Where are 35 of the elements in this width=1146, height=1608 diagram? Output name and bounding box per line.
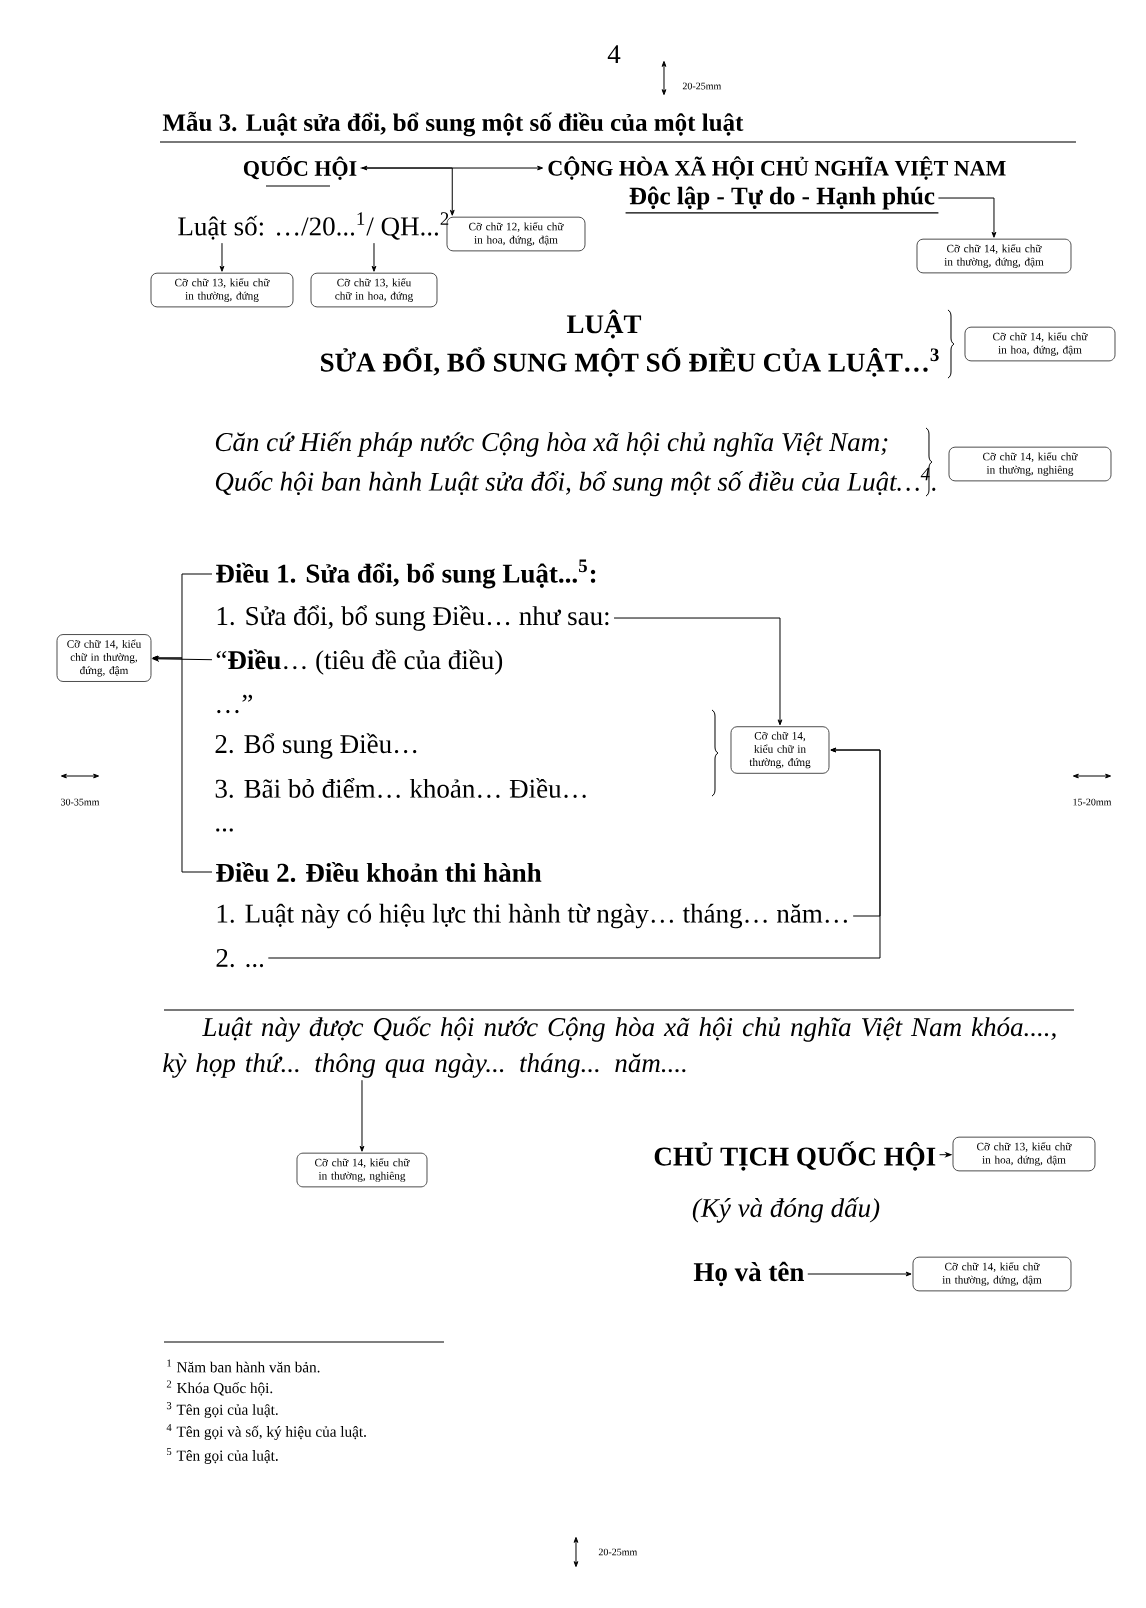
body-text: ... [216,828,233,832]
body-text: …” [217,694,253,714]
arrow [219,242,225,272]
arrow [361,165,544,171]
article-heading: Điều 1. Sửa đổi, bổ sung Luật...$^{5}$: [216,559,596,589]
article-heading: Điều 2. Điều khoản thi hành [216,862,542,882]
body-text: Luật số: …/20...$^{1}$/ QH...$^{2}$ [178,212,449,240]
law-heading: LUẬT [566,309,642,339]
preamble-text: Quốc hội ban hành Luật sửa đổi, bổ sung một số điều của Luật…$^{4}$. [215,467,936,497]
heading-text: CỘNG HÒA XÃ HỘI CHỦ NGHĨA VIỆT NAM [548,156,1006,180]
arrow [939,1152,952,1158]
preamble-text: Căn cứ Hiến pháp nước Cộng hòa xã hội chủ nghĩa Việt Nam; [215,431,888,457]
signature-note: (Ký và đóng dấu) [692,1197,880,1223]
arrow [152,655,213,873]
body-text: 2. ... [216,948,264,968]
arrow [267,747,881,959]
body-text: “Điều… (tiêu đề của điều) [216,649,503,675]
motto-text: Độc lập - Tự do - Hạnh phúc [629,186,935,210]
body-text: 3. Bãi bỏ điểm… khoản… Điều… [215,778,586,798]
article-heading: Họ và tên [693,1261,804,1287]
body-text: 2. Bổ sung Điều… [215,733,417,759]
arrow [360,167,455,216]
page-number: 4 [607,45,621,63]
article-heading: CHỦ TỊCH QUỐC HỘI [654,1141,936,1171]
arrow [371,242,377,272]
closing-paragraph: Luật này được Quốc hội nước Cộng hòa xã hội chủ nghĩa Việt Nam khóa...., kỳ họp thứ... thông qua ngày... tháng... năm.... [163,1016,1056,1078]
arrow [359,1079,365,1152]
heading-text: QUỐC HỘI [243,156,357,180]
title: Mẫu 3. Luật sửa đổi, bổ sung một số điều của một luật [162,111,744,137]
body-text: 1. Luật này có hiệu lực thi hành từ ngày… tháng… năm… [217,903,847,929]
arrow [613,617,783,726]
arrow [807,1271,912,1277]
body-text: 1. Sửa đổi, bổ sung Điều… như sau: [217,605,609,631]
arrow [937,197,997,238]
law-heading: SỬA ĐỔI, BỔ SUNG MỘT SỐ ĐIỀU CỦA LUẬT…$^{3}$ [321,347,939,377]
